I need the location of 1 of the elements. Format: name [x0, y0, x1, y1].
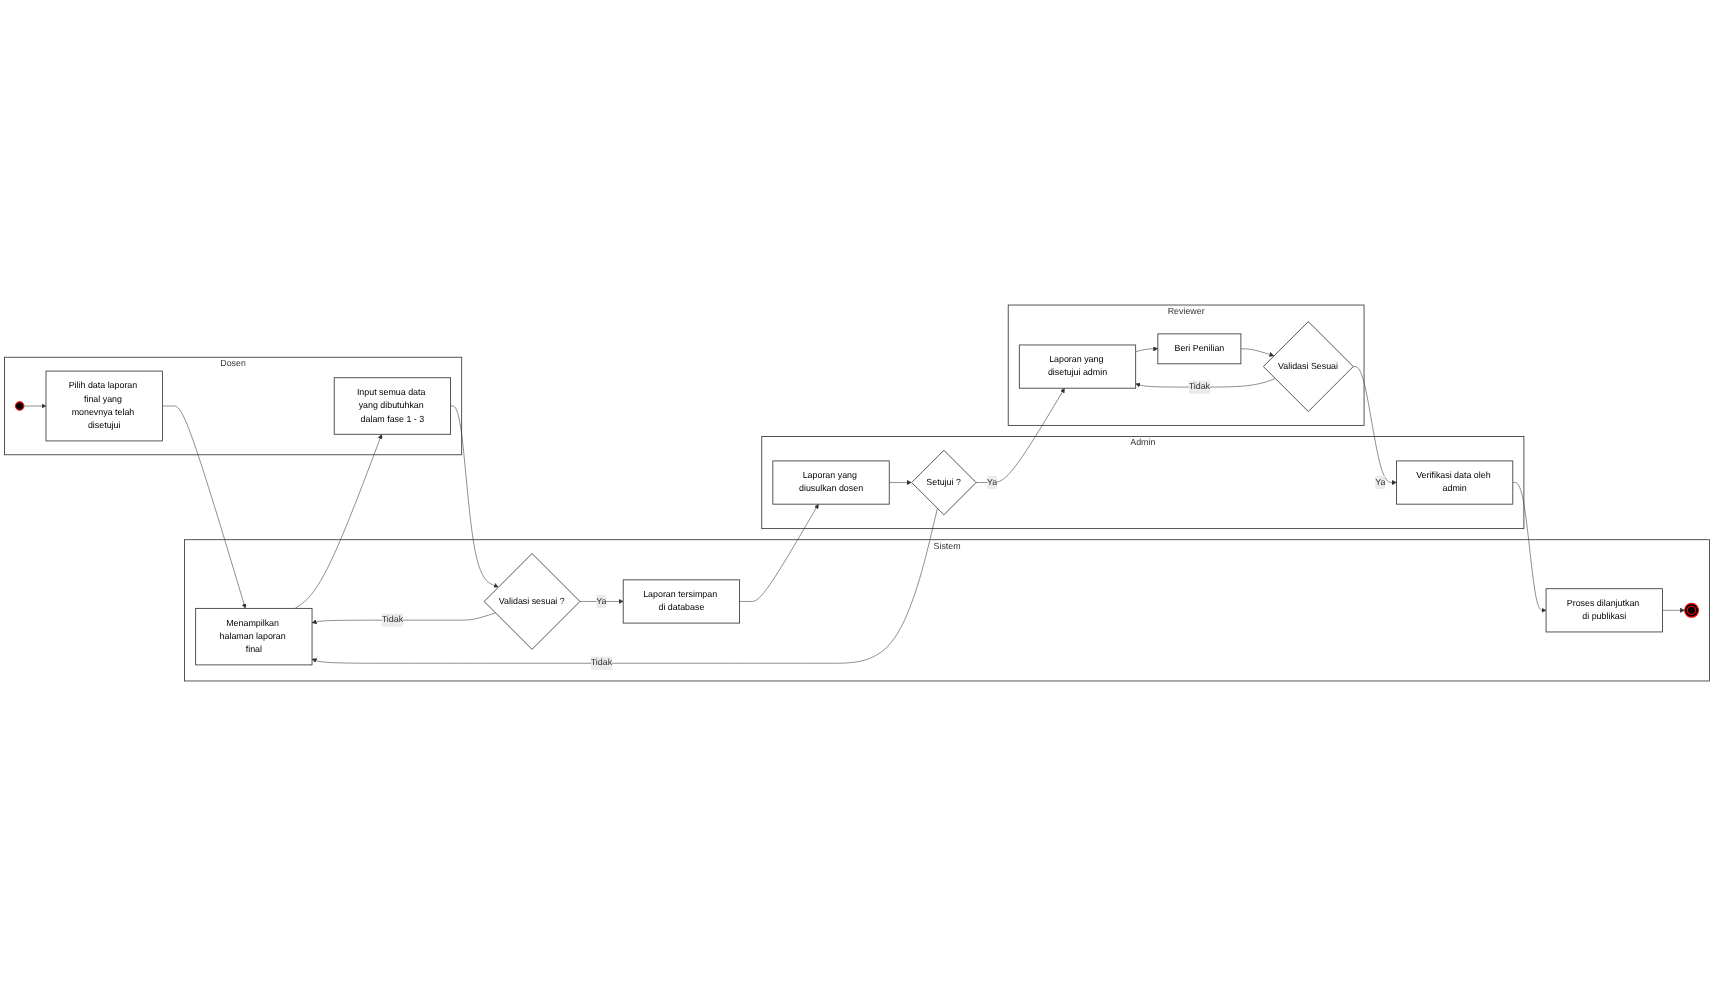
node-circle	[14, 401, 25, 411]
